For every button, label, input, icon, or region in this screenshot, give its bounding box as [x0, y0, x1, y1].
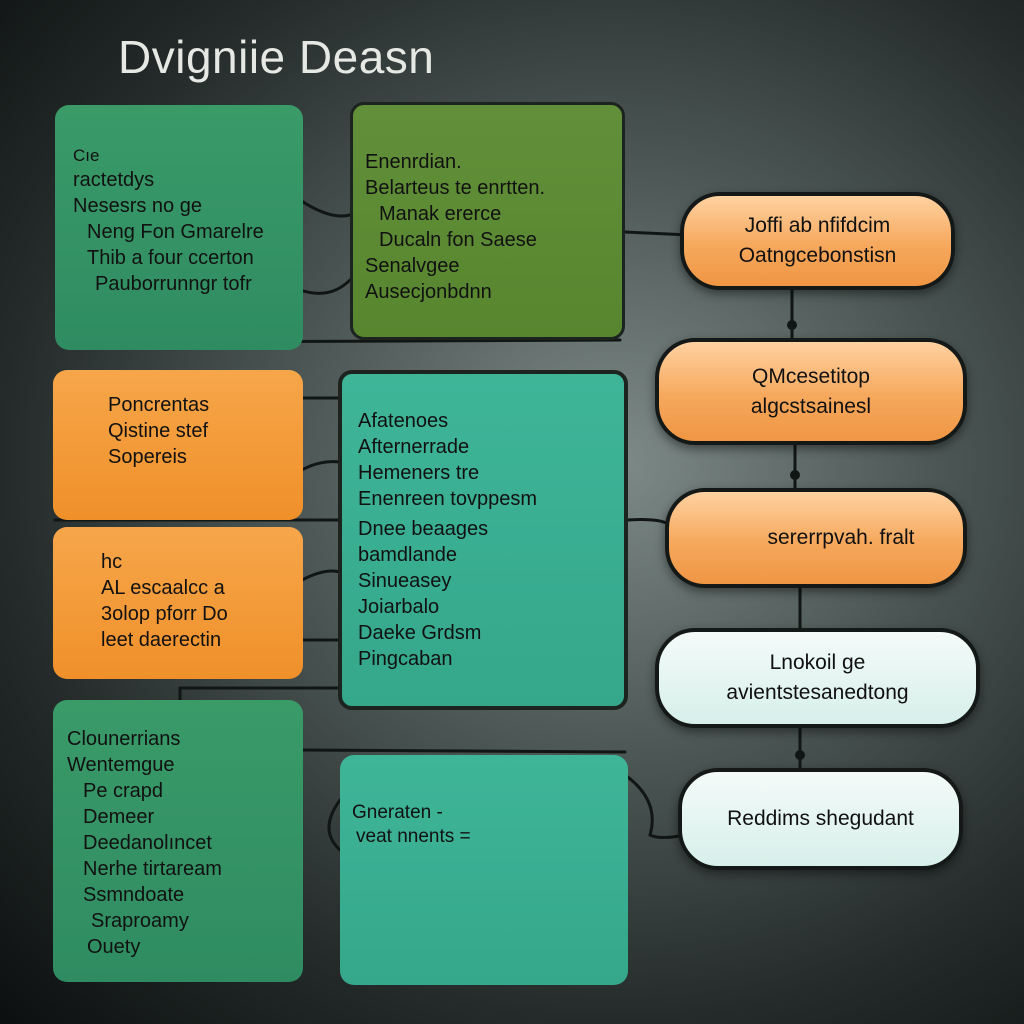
box-text: veat nnents = [356, 826, 471, 847]
connector-node [790, 470, 800, 480]
box-text: Afternerrade [358, 436, 470, 458]
box-text: bamdlande [358, 544, 457, 566]
box-text: Deedanolıncet [83, 832, 212, 854]
process-pill-3: sererrpvah. fralt [665, 488, 967, 588]
box-text: Sraproamy [91, 910, 189, 932]
box-text: Clounerrians [67, 728, 181, 750]
orange-box-1: Poncrentas Qistine stef Sopereis [53, 370, 303, 520]
box-text: Nerhe tirtaream [83, 858, 222, 880]
box-text: Pingcaban [358, 648, 453, 670]
box-text: Dnee beaages [358, 518, 489, 540]
pill-text: sererrpvah. fralt [767, 526, 915, 549]
pill-text: Lnokoil ge [769, 651, 866, 674]
orange-box-2: hc AL escaalcc a 3olop pforr Do leet dae… [53, 527, 303, 679]
connector-green-bottom-teal [298, 748, 627, 754]
pill-text: Joffi ab nfifdcim [744, 214, 891, 237]
box-text: hc [101, 551, 123, 573]
box-text: AL escaalcc a [101, 577, 225, 599]
box-text: Hemeners tre [358, 462, 480, 484]
process-pill-1: Joffi ab nfifdcim Oatngcebonstisn [680, 192, 955, 290]
box-text: Neng Fon Gmarelre [87, 221, 264, 243]
box-text: ractetdys [73, 169, 155, 191]
connector-olive-pill1 [623, 230, 692, 237]
green-box-top-left: Cıe ractetdys Nesesrs no ge Neng Fon Gma… [55, 105, 303, 350]
box-text: Belarteus te enrtten. [365, 177, 546, 199]
connector-node [787, 320, 797, 330]
box-text: Sinueasey [358, 570, 452, 592]
box-text: Afatenoes [358, 410, 449, 432]
box-text: Ouety [87, 936, 141, 958]
box-text: Ausecjonbdnn [365, 281, 492, 303]
pill-text: avientstesanedtong [726, 681, 909, 704]
pill-text: QMcesetitop [752, 364, 870, 388]
connector-orange1-teal-2 [300, 460, 342, 472]
connector-orange2-teal [300, 569, 342, 582]
box-text: Thib a four ccerton [87, 247, 254, 269]
process-pill-2: QMcesetitop algcstsainesl [655, 338, 967, 445]
box-text: Daeke Grdsm [358, 622, 482, 644]
box-text: Enenrdian. [365, 151, 462, 173]
connector-teal-bottom-pill5 [623, 773, 687, 839]
connector-green-olive-2 [298, 278, 352, 295]
box-text: Ducaln fon Saese [379, 229, 537, 251]
teal-box-middle: Afatenoes Afternerrade Hemeners tre Enen… [338, 370, 628, 710]
box-text: Joiarbalo [358, 596, 440, 618]
box-text: Gneraten - [352, 802, 443, 823]
olive-box-top: Enenrdian. Belarteus te enrtten. Manak e… [350, 102, 625, 340]
box-text: Nesesrs no ge [73, 195, 202, 217]
box-text: Manak ererce [379, 203, 502, 225]
process-pill-4: Lnokoil ge avientstesanedtong [655, 628, 980, 728]
box-text: Enenreen tovppesm [358, 488, 538, 510]
box-text: Demeer [83, 806, 155, 828]
pill-text: algcstsainesl [750, 394, 872, 418]
box-text: Sopereis [108, 446, 187, 468]
pill-text: Reddims shegudant [727, 807, 914, 830]
box-text: Pe crapd [83, 780, 164, 802]
box-text: Poncrentas [108, 394, 210, 416]
diagram-title: Dvigniie Deasn [118, 31, 435, 83]
process-pill-5: Reddims shegudant [678, 768, 963, 870]
box-text: Cıe [73, 146, 100, 165]
box-text: 3olop pforr Do [101, 603, 228, 625]
pill-text: Oatngcebonstisn [738, 244, 897, 267]
connector-teal-pill3 [626, 518, 672, 527]
box-text: Wentemgue [67, 754, 175, 776]
box-text: Ssmndoate [83, 884, 185, 906]
connector-teal-bottom-left [327, 798, 342, 852]
connector-green-olive [298, 198, 352, 218]
box-text: leet daerectin [101, 629, 222, 651]
green-box-bottom-left: Clounerrians Wentemgue Pe crapd Demeer D… [53, 700, 303, 982]
box-text: Qistine stef [108, 420, 209, 442]
box-text: Pauborrunngr tofr [95, 273, 252, 295]
box-text: Senalvgee [365, 255, 460, 277]
teal-box-bottom: Gneraten - veat nnents = [340, 755, 628, 985]
connector-node [795, 750, 805, 760]
